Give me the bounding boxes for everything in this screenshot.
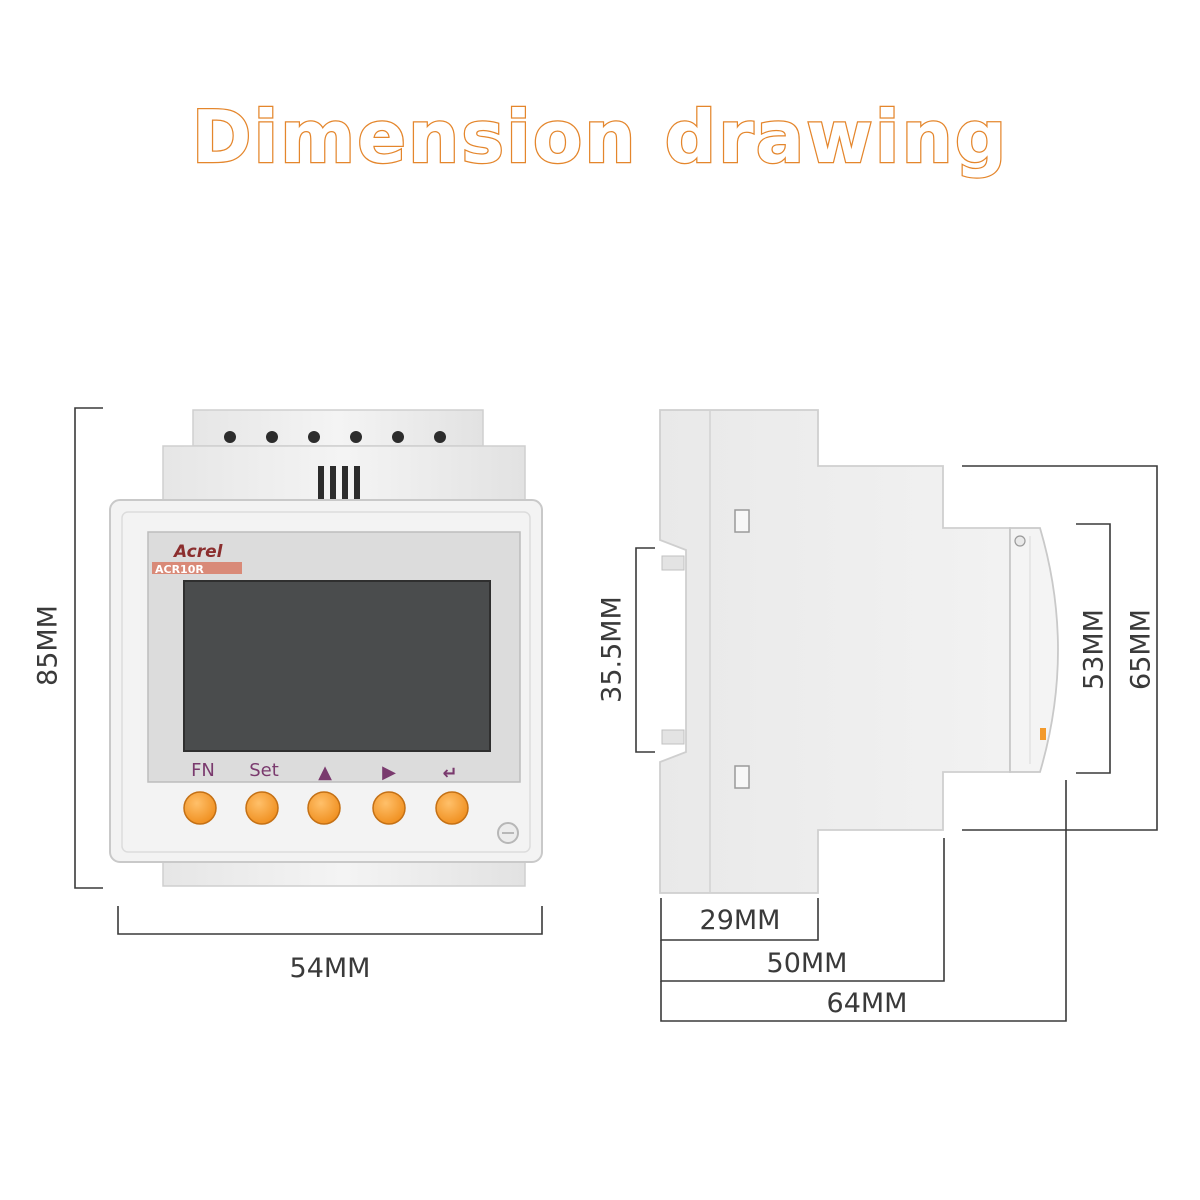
dimension-label-65: 65MM bbox=[1125, 609, 1157, 690]
dimension-label-64: 64MM bbox=[826, 988, 908, 1019]
top-terminal-block bbox=[192, 409, 484, 447]
side-view bbox=[659, 409, 1059, 894]
dimension-label-85: 85MM bbox=[32, 605, 64, 686]
dimension-label-54: 54MM bbox=[289, 953, 371, 984]
width-54-bracket bbox=[117, 906, 543, 935]
clip-slot-icon bbox=[734, 765, 750, 789]
up-button[interactable] bbox=[307, 791, 341, 825]
vent-slots-icon bbox=[318, 466, 360, 500]
terminal-screw-icon bbox=[266, 431, 278, 443]
button-label-set: Set bbox=[249, 760, 279, 781]
side-dimension-lines bbox=[635, 465, 1158, 1022]
terminal-screw-icon bbox=[392, 431, 404, 443]
dimension-label-29: 29MM bbox=[699, 905, 781, 936]
rail-clip bbox=[661, 555, 685, 571]
button-label-right: ▶ bbox=[382, 762, 396, 783]
page-title: Dimension drawing bbox=[190, 94, 1009, 181]
terminal-screws bbox=[224, 431, 446, 443]
side-button-icon bbox=[1040, 728, 1046, 740]
side-housing bbox=[659, 409, 1011, 894]
button-label-up: ▲ bbox=[318, 762, 332, 783]
cover-53-bracket bbox=[1076, 523, 1111, 774]
brand-logo: Acrel bbox=[172, 542, 224, 562]
module-65-bracket bbox=[962, 465, 1158, 831]
model-label: ACR10R bbox=[155, 563, 204, 576]
dimension-label-35-5: 35.5MM bbox=[596, 596, 628, 703]
dimension-label-53: 53MM bbox=[1078, 609, 1110, 690]
front-view bbox=[109, 409, 543, 887]
rail-clip bbox=[661, 729, 685, 745]
button-label-fn: FN bbox=[191, 760, 215, 781]
depth-50-bracket bbox=[660, 838, 945, 982]
button-label-enter: ↵ bbox=[442, 763, 457, 784]
depth-29-bracket bbox=[660, 898, 819, 941]
terminal-screw-icon bbox=[308, 431, 320, 443]
keypad bbox=[183, 791, 469, 825]
side-front-cover bbox=[1009, 527, 1059, 773]
set-button[interactable] bbox=[245, 791, 279, 825]
right-button[interactable] bbox=[372, 791, 406, 825]
rail-35-5-bracket bbox=[635, 547, 655, 753]
front-dimension-lines bbox=[74, 407, 543, 935]
screw-icon bbox=[1014, 535, 1026, 547]
lcd-screen bbox=[183, 580, 491, 752]
model-strip bbox=[152, 562, 242, 574]
fn-button[interactable] bbox=[183, 791, 217, 825]
terminal-screw-icon bbox=[434, 431, 446, 443]
height-85-bracket bbox=[74, 407, 103, 889]
clip-slot-icon bbox=[734, 509, 750, 533]
terminal-screw-icon bbox=[224, 431, 236, 443]
enter-button[interactable] bbox=[435, 791, 469, 825]
dimension-label-50: 50MM bbox=[766, 948, 848, 979]
terminal-screw-icon bbox=[350, 431, 362, 443]
depth-64-bracket bbox=[660, 780, 1067, 1022]
